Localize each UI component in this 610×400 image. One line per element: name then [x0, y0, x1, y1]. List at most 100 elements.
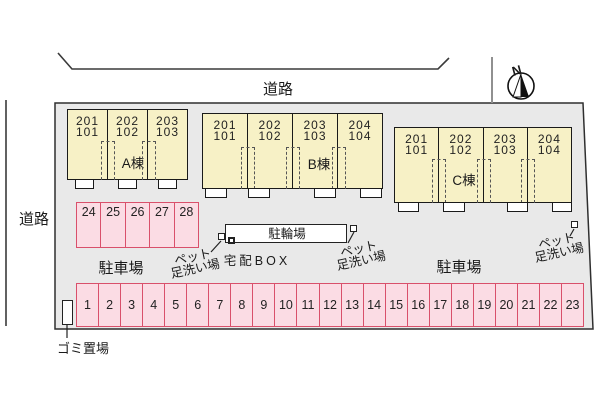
north-compass-icon [507, 72, 535, 100]
staircase-outline [521, 159, 535, 203]
parking-space: 20 [494, 284, 517, 326]
parking-space-number: 4 [150, 298, 158, 312]
parking-space: 12 [318, 284, 341, 326]
parking-space-number: 28 [179, 205, 194, 219]
garbage-area-box [62, 300, 73, 325]
parking-space: 9 [252, 284, 274, 326]
parking-space: 24 [77, 203, 100, 247]
unit-cell: 203 103 [147, 110, 187, 179]
unit-number-lower: 104 [537, 143, 561, 157]
entrance-porch [398, 202, 419, 212]
parking-space-number: 26 [130, 205, 145, 219]
parking-space: 19 [472, 284, 495, 326]
unit-number-lower: 103 [303, 129, 327, 143]
parking-space: 6 [186, 284, 208, 326]
entrance-porch [507, 202, 528, 212]
entrance-porch [118, 179, 137, 189]
unit-number-lower: 103 [493, 143, 517, 157]
parking-space-number: 12 [323, 298, 337, 312]
parking-space-number: 25 [106, 205, 121, 219]
staircase-outline [477, 159, 491, 203]
staircase-outline [101, 141, 115, 180]
unit-cell: 201 101 [395, 128, 438, 202]
parking-row-upper: 24 25 26 27 28 [76, 202, 199, 248]
entrance-porch [314, 188, 336, 198]
staircase-outline [286, 147, 300, 189]
pet-wash-icon [350, 225, 357, 232]
unit-number-lower: 101 [213, 129, 237, 143]
unit-cell: 201 101 [203, 114, 247, 188]
parking-space: 16 [406, 284, 429, 326]
parking-space-number: 21 [521, 298, 536, 312]
building-a: 201 101 202 102 203 103 A棟 [67, 109, 188, 180]
parking-space-number: 18 [455, 298, 470, 312]
unit-number-upper: 202 [449, 132, 473, 146]
parking-space-number: 13 [345, 298, 360, 312]
entrance-porch [248, 188, 270, 198]
unit-number-upper: 201 [405, 132, 429, 146]
parking-space: 2 [98, 284, 120, 326]
parking-space: 3 [120, 284, 142, 326]
parking-space: 8 [230, 284, 252, 326]
parking-space-number: 22 [543, 298, 558, 312]
entrance-porch [552, 202, 572, 212]
unit-number-upper: 204 [537, 132, 561, 146]
parking-space: 18 [450, 284, 473, 326]
unit-cell: 201 101 [68, 110, 107, 179]
pet-wash-pointer-line [210, 240, 222, 253]
parking-space: 13 [340, 284, 363, 326]
parking-space-number: 7 [216, 298, 224, 312]
parking-space-number: 17 [433, 298, 448, 312]
parking-space-number: 14 [367, 298, 382, 312]
staircase-outline [142, 141, 156, 180]
parking-space: 26 [124, 203, 149, 247]
staircase-outline [332, 147, 346, 189]
unit-number-lower: 102 [258, 129, 282, 143]
unit-cell: 204 104 [337, 114, 382, 188]
bicycle-parking-area: 駐輪場 [225, 224, 347, 243]
unit-number-upper: 202 [258, 118, 282, 132]
garbage-area-label: ゴミ置場 [56, 341, 110, 356]
staircase-outline [432, 159, 446, 203]
unit-number-lower: 102 [115, 125, 140, 139]
parking-row-lower: 1 2 3 4 5 6 7 8 9 10 11 12 13 14 15 16 1… [76, 283, 584, 327]
entrance-porch [75, 179, 94, 189]
entrance-porch [205, 188, 227, 198]
parking-space-number: 27 [154, 205, 169, 219]
parking-space: 22 [538, 284, 561, 326]
parking-space-number: 6 [194, 298, 202, 312]
parking-space: 10 [274, 284, 296, 326]
building-c-label: C棟 [452, 173, 476, 188]
parking-space-number: 11 [301, 298, 315, 312]
delivery-box-label: 宅配BOX [223, 254, 291, 268]
entrance-porch [443, 202, 465, 212]
parking-space: 7 [208, 284, 230, 326]
building-c: 201 101 202 102 203 103 204 104 C棟 [394, 127, 572, 203]
parking-space: 21 [516, 284, 539, 326]
pet-wash-pointer-line [569, 228, 575, 237]
unit-number-lower: 102 [449, 143, 473, 157]
building-b-label: B棟 [307, 157, 331, 172]
parking-lower-label: 駐車場 [436, 259, 482, 276]
parking-space-number: 20 [499, 298, 514, 312]
parking-space-number: 3 [128, 298, 136, 312]
parking-space: 5 [164, 284, 186, 326]
parking-space: 11 [296, 284, 318, 326]
unit-number-upper: 201 [213, 118, 237, 132]
unit-cell: 202 102 [247, 114, 292, 188]
parking-space-number: 16 [411, 298, 426, 312]
unit-number-upper: 203 [493, 132, 517, 146]
parking-space: 23 [561, 284, 583, 326]
parking-space-number: 23 [565, 298, 580, 312]
unit-cell: 202 102 [438, 128, 482, 202]
parking-space-number: 5 [172, 298, 180, 312]
building-b: 201 101 202 102 203 103 204 104 B棟 [202, 113, 383, 189]
entrance-porch [158, 179, 177, 189]
road-top-label: 道路 [262, 81, 294, 98]
road-left-label: 道路 [18, 211, 50, 228]
parking-space-number: 1 [84, 298, 91, 312]
parking-space-number: 8 [238, 298, 246, 312]
parking-space: 28 [173, 203, 198, 247]
unit-number-upper: 202 [115, 114, 140, 128]
